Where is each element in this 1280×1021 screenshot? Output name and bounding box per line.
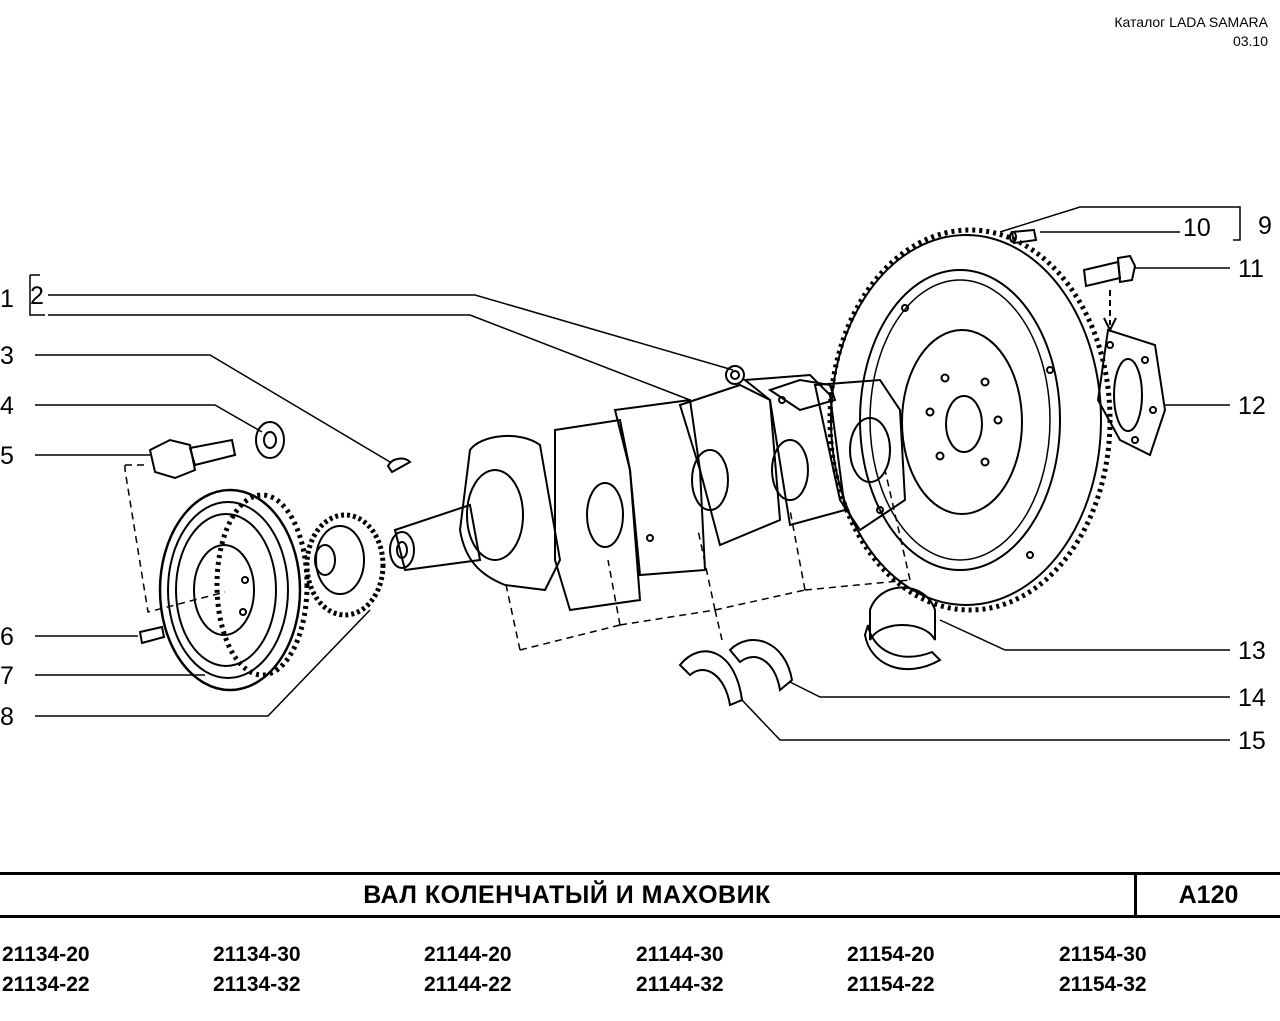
model-code: 21134-32 [213,973,301,996]
flywheel-bolt-drawing [1082,254,1137,333]
callout-9: 9 [1258,212,1272,240]
segment-key-drawing [386,457,412,474]
dowel-pin-drawing [1010,228,1038,245]
model-code: 21154-30 [1059,943,1147,966]
model-code: 21134-22 [2,973,90,996]
thrust-half-washer-upper-drawing [728,639,794,692]
title-divider [1134,875,1137,915]
washer-drawing [255,421,285,459]
callout-7: 7 [0,662,14,690]
model-code: 21144-20 [424,943,512,966]
catalog-header: Каталог LADA SAMARA [1114,14,1268,30]
callout-10: 10 [1183,214,1211,242]
callout-15: 15 [1238,727,1266,755]
model-row-1: 21134-20 21134-30 21144-20 21144-30 2115… [0,942,1280,968]
callout-3: 3 [0,342,14,370]
callout-12: 12 [1238,392,1266,420]
model-code: 21144-22 [424,973,512,996]
diagram-code: А120 [1178,881,1239,909]
model-code: 21154-20 [847,943,935,966]
model-row-2: 21134-22 21134-32 21144-22 21144-32 2115… [0,972,1280,998]
plug-drawing [725,365,745,385]
diagram-title: ВАЛ КОЛЕНЧАТЫЙ И МАХОВИК [363,881,771,909]
crankshaft-flywheel-exploded-diagram: 1 2 3 4 5 6 7 8 9 10 11 12 13 14 15 [0,206,1272,755]
thrust-half-washer-lower-drawing [678,650,744,707]
callout-5: 5 [0,442,14,470]
title-bar: ВАЛ КОЛЕНЧАТЫЙ И МАХОВИК А120 [0,872,1280,918]
callout-2: 2 [30,282,44,310]
model-code: 21144-32 [636,973,724,996]
callout-14: 14 [1238,684,1266,712]
model-code: 21144-30 [636,943,724,966]
pulley-pin-drawing [138,625,166,645]
callout-13: 13 [1238,637,1266,665]
crankshaft-pulley-drawing [158,488,310,692]
reinforcing-plate-drawing [1096,328,1167,457]
model-code: 21154-22 [847,973,935,996]
callout-4: 4 [0,392,14,420]
model-code: 21134-20 [2,943,90,966]
crankshaft-drawing [389,373,907,612]
model-code: 21134-30 [213,943,301,966]
callout-1: 1 [0,285,14,313]
model-code: 21154-32 [1059,973,1147,996]
catalog-date: 03.10 [1232,33,1268,49]
pulley-bolt-drawing [148,438,237,480]
callout-8: 8 [0,703,14,731]
timing-gear-drawing [304,512,386,618]
main-bearing-shells-drawing [863,586,942,670]
callout-6: 6 [0,623,14,651]
flywheel-drawing [827,227,1113,613]
callout-11: 11 [1238,255,1264,283]
